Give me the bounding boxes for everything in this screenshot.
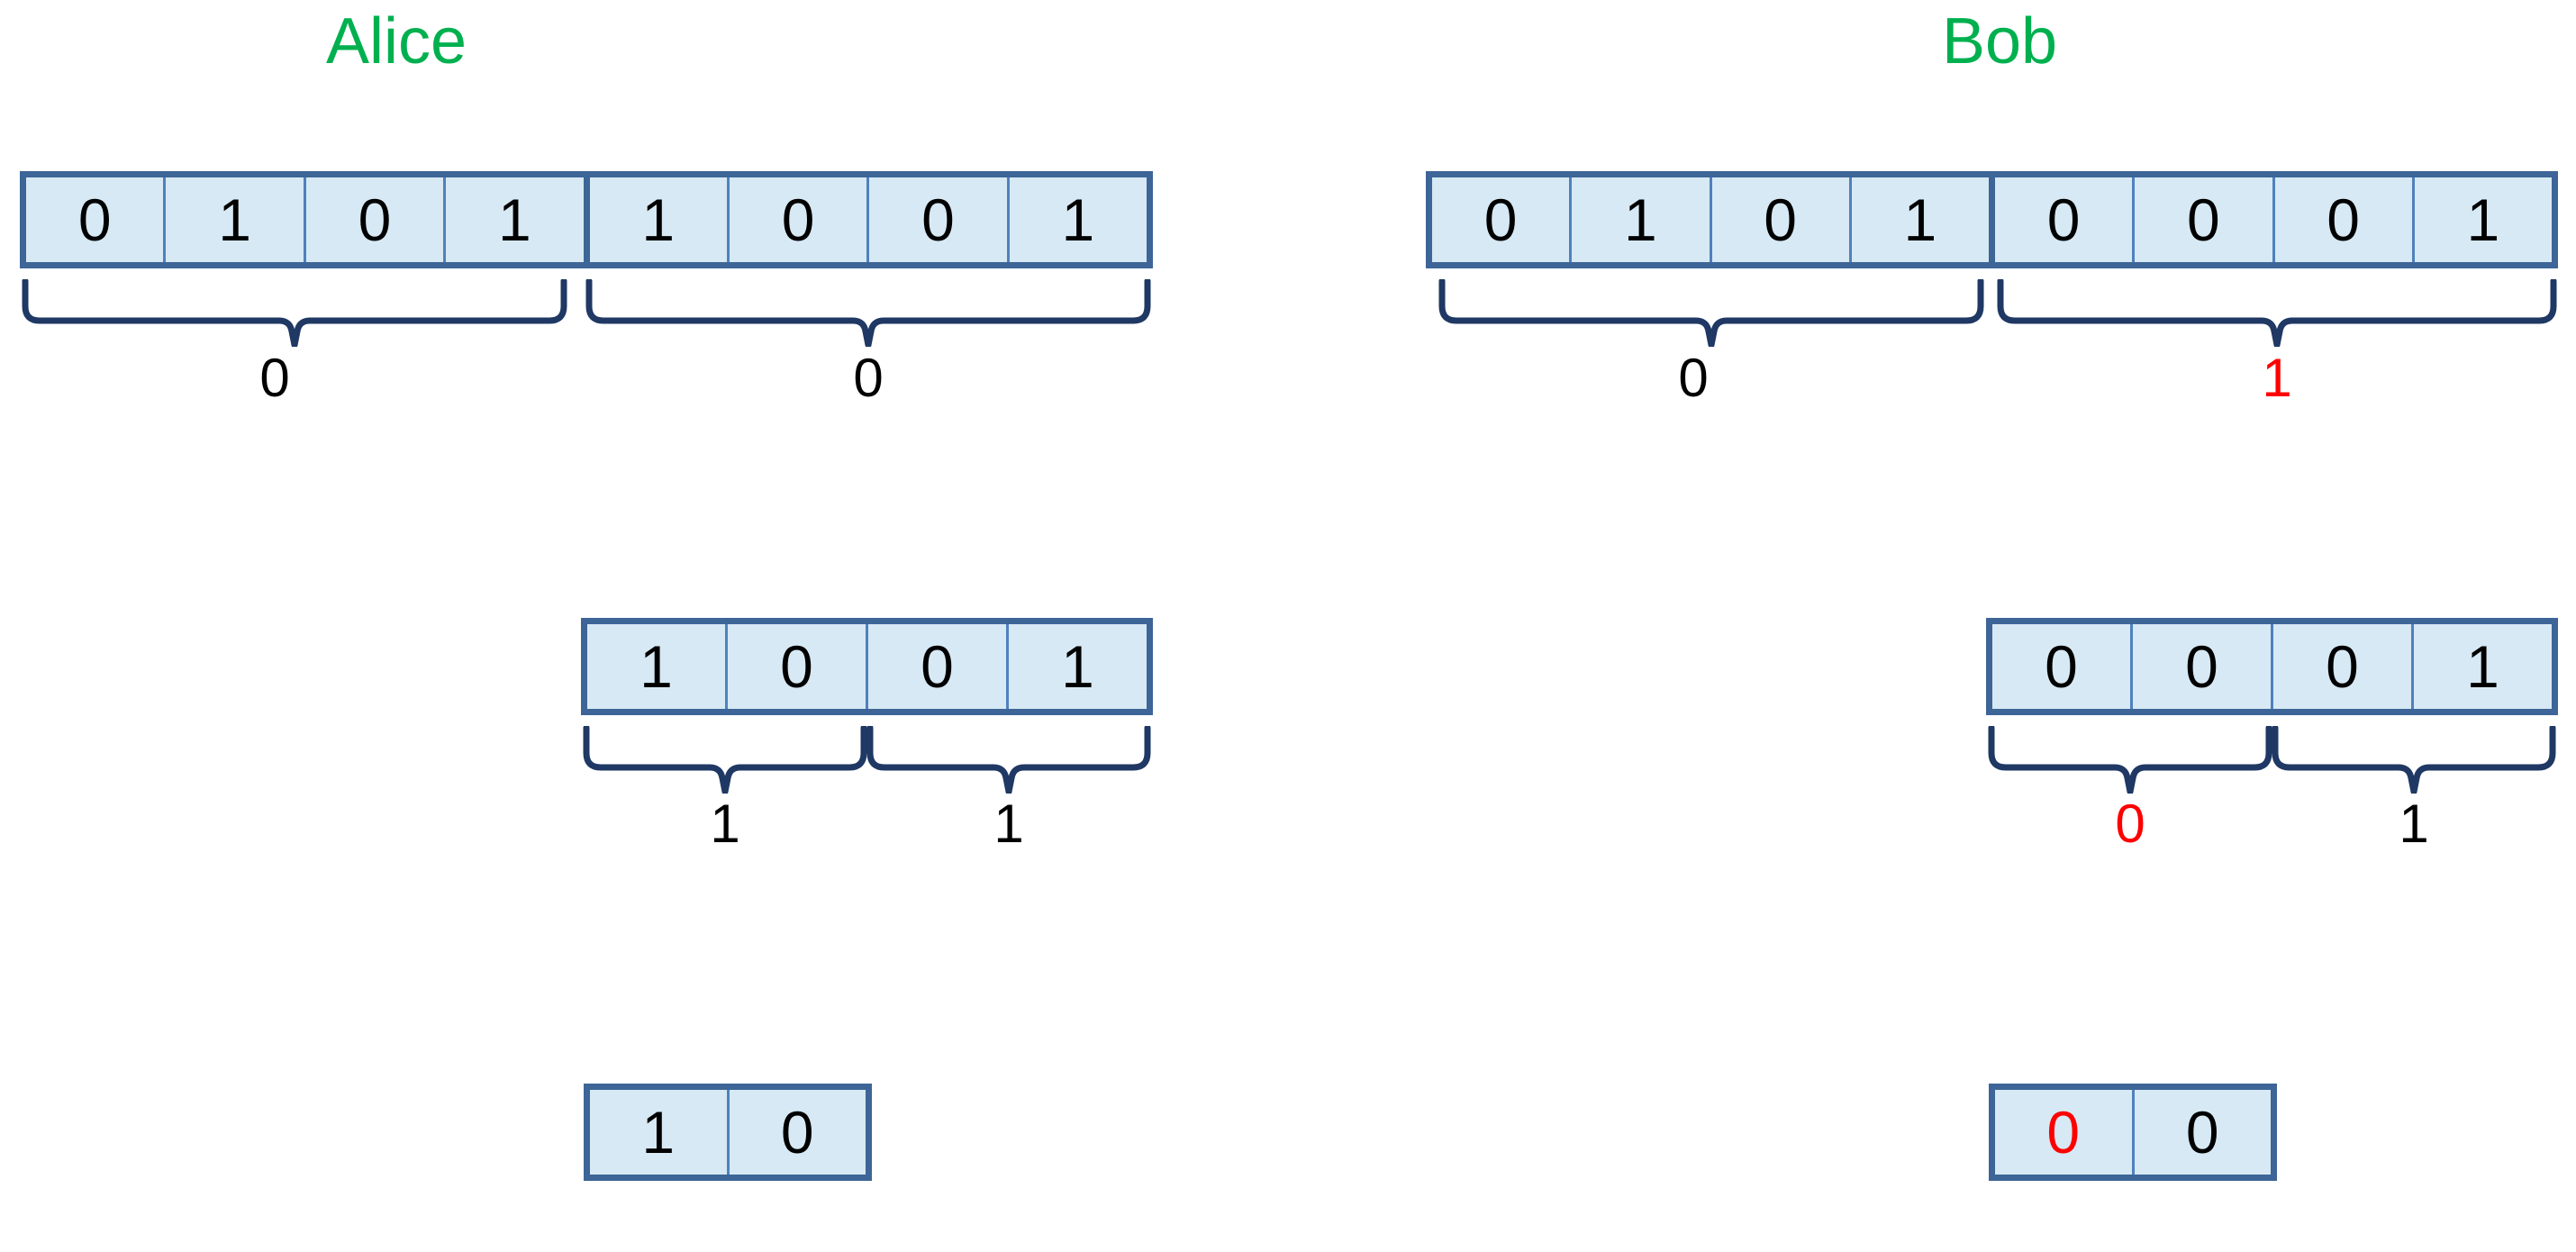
alice-level1-strip: 0 1 0 1 1 0 0 1: [20, 171, 1153, 268]
brace-bob-level1-right: [1995, 279, 2558, 347]
bit-cell: 1: [1569, 177, 1710, 262]
brace-label-alice-level2-0: 1: [710, 794, 740, 854]
brace-alice-level1-right: [584, 279, 1153, 347]
brace-label-bob-level1-1: 1: [2262, 348, 2292, 408]
brace-label-bob-level2-1: 1: [2399, 794, 2429, 854]
brace-alice-level2-right: [865, 726, 1153, 794]
bit-cell: 1: [1006, 177, 1147, 262]
bit-cell: 1: [443, 177, 584, 262]
bit-cell: 1: [587, 624, 725, 709]
bit-cell: 1: [2411, 177, 2552, 262]
brace-label-bob-level1-0: 0: [1678, 348, 1709, 408]
bit-cell: 0: [1989, 177, 2133, 262]
brace-alice-level1-left: [20, 279, 569, 347]
bit-cell: 1: [590, 1090, 727, 1175]
bit-cell: 1: [2411, 624, 2552, 709]
bit-cell: 0: [1709, 177, 1849, 262]
bit-cell: 0: [726, 177, 867, 262]
bit-cell: 0: [866, 624, 1006, 709]
bit-cell: 0: [1992, 624, 2130, 709]
bit-cell: 0: [2132, 177, 2272, 262]
bit-cell: 0: [2130, 624, 2271, 709]
alice-level2-strip: 1 0 0 1: [581, 618, 1153, 715]
brace-label-alice-level1-0: 0: [259, 348, 290, 408]
bit-cell: 0: [303, 177, 444, 262]
bit-cell: 1: [163, 177, 304, 262]
alice-level3-strip: 1 0: [584, 1084, 872, 1181]
brace-label-alice-level2-1: 1: [993, 794, 1024, 854]
bit-cell: 0: [2272, 177, 2412, 262]
brace-label-bob-level2-0: 0: [2115, 794, 2145, 854]
party-title-bob: Bob: [1941, 5, 2058, 77]
bit-cell: 0: [1995, 1090, 2132, 1175]
brace-bob-level2-right: [2270, 726, 2558, 794]
brace-alice-level2-left: [581, 726, 869, 794]
bit-cell: 0: [1432, 177, 1570, 262]
bit-cell: 1: [583, 177, 727, 262]
bit-cell: 1: [1848, 177, 1989, 262]
brace-label-alice-level1-1: 0: [853, 348, 884, 408]
brace-bob-level2-left: [1986, 726, 2274, 794]
bob-level3-strip: 0 0: [1989, 1084, 2277, 1181]
bit-cell: 0: [2131, 1090, 2271, 1175]
bob-level1-strip: 0 1 0 1 0 0 0 1: [1426, 171, 2558, 268]
bob-level2-strip: 0 0 0 1: [1986, 618, 2558, 715]
bit-cell: 0: [725, 624, 866, 709]
bit-cell: 1: [1006, 624, 1147, 709]
bit-cell: 0: [726, 1090, 866, 1175]
party-title-alice: Alice: [325, 5, 467, 77]
bit-cell: 0: [26, 177, 164, 262]
brace-bob-level1-left: [1437, 279, 1986, 347]
bit-cell: 0: [2271, 624, 2411, 709]
bit-cell: 0: [866, 177, 1007, 262]
